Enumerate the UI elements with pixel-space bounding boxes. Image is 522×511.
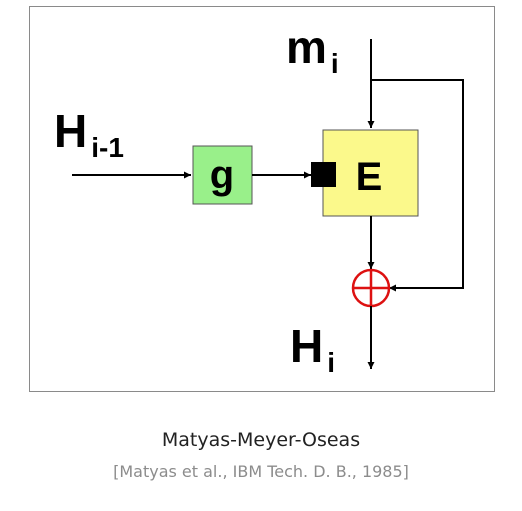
m-label-sub: i [331, 48, 339, 79]
caption-title: Matyas-Meyer-Oseas [161, 429, 361, 451]
h-out-label-sub: i [327, 347, 335, 378]
caption-reference: [Matyas et al., IBM Tech. D. B., 1985] [113, 462, 409, 481]
g-function-label: g [210, 153, 234, 197]
e-block-cipher-label: E [356, 155, 383, 199]
h-out-label-base: H [290, 320, 323, 372]
key-input-square [311, 162, 336, 187]
h-prev-label-sub: i-1 [91, 132, 124, 163]
xor-icon [351, 268, 391, 308]
feed-forward-path [371, 79, 464, 292]
h-prev-label-base: H [54, 105, 87, 157]
e-block-cipher-box [322, 129, 419, 217]
m-label-base: m [286, 21, 327, 73]
